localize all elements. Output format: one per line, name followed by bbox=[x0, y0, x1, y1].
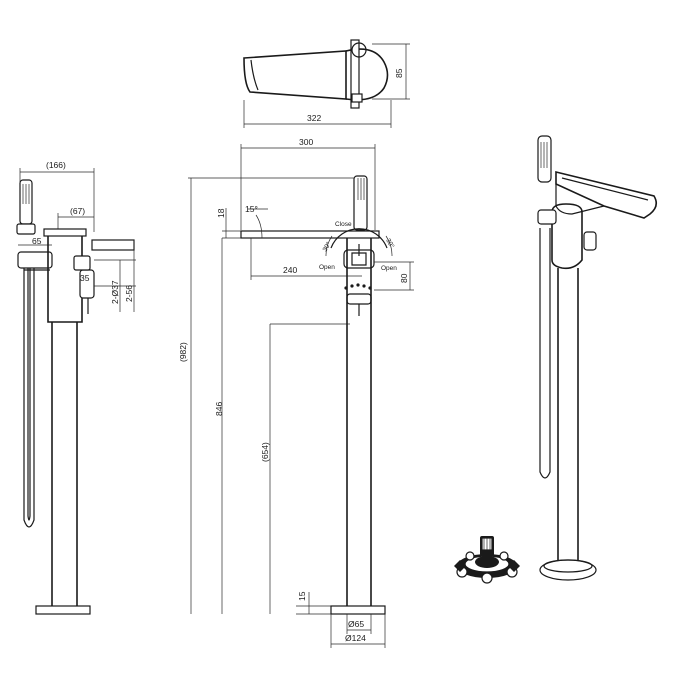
side-dia2-label: 2-56 bbox=[124, 285, 134, 302]
front-open-left-label: Open bbox=[319, 264, 335, 271]
front-open-right-label: Open bbox=[381, 265, 397, 272]
front-spout-label: 240 bbox=[283, 265, 297, 275]
side-offset-label: (67) bbox=[70, 206, 85, 216]
front-width-label: 300 bbox=[299, 137, 313, 147]
front-total-height-label: (982) bbox=[178, 342, 188, 362]
side-lever-label: 35 bbox=[80, 273, 90, 283]
front-top-gap-label: 18 bbox=[216, 208, 226, 218]
front-angle-left-label: 30° bbox=[321, 240, 333, 253]
front-angle-label: 15° bbox=[245, 204, 258, 214]
front-view: 300 15° 18 (982) 846 (654) 240 bbox=[178, 137, 414, 648]
side-total-reach-label: (166) bbox=[46, 160, 66, 170]
perspective-view bbox=[537, 135, 658, 581]
front-body-height-label: 846 bbox=[214, 402, 224, 416]
side-dia-label: 2-Ø37 bbox=[110, 280, 120, 304]
front-close-label: Close bbox=[335, 221, 352, 228]
front-lower-height-label: (654) bbox=[260, 442, 270, 462]
side-spout-label: 65 bbox=[32, 236, 42, 246]
front-base-height-label: 15 bbox=[297, 591, 307, 601]
front-lever-label: 80 bbox=[399, 273, 409, 283]
top-height-label: 85 bbox=[394, 68, 404, 78]
side-view: (166) (67) 65 35 2-Ø37 2-56 bbox=[16, 160, 136, 615]
top-view: 322 85 bbox=[243, 39, 410, 128]
top-width-label: 322 bbox=[307, 113, 321, 123]
front-pipe-dia-label: Ø65 bbox=[348, 619, 364, 629]
mounting-kit-icon bbox=[454, 536, 520, 584]
front-angle-right-label: 30° bbox=[384, 237, 396, 250]
front-base-dia-label: Ø124 bbox=[345, 633, 366, 643]
